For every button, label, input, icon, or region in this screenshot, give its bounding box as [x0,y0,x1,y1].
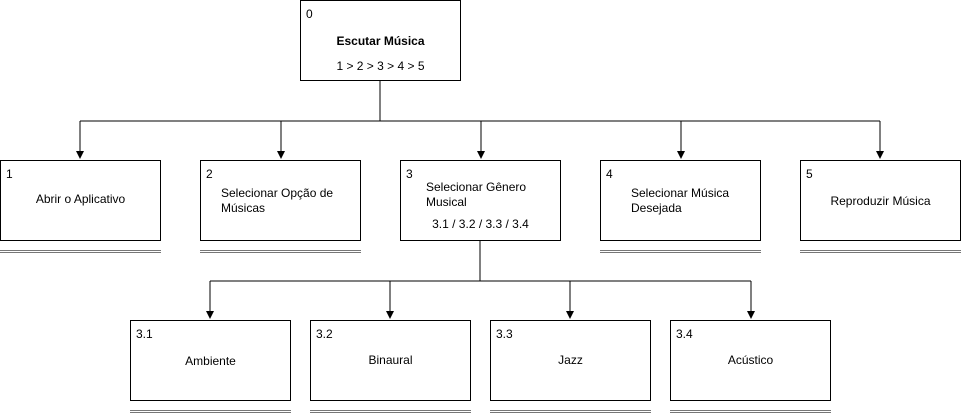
substep-3-3-number: 3.3 [496,327,513,341]
substep-3-4-number: 3.4 [676,327,693,341]
substep-3-2-label: Binaural [368,353,413,367]
root-node-sequence: 1 > 2 > 3 > 4 > 5 [336,59,425,73]
step-4-number: 4 [606,167,613,181]
step-3-sequence: 3.1 / 3.2 / 3.3 / 3.4 [432,217,529,231]
substep-3-2-number: 3.2 [316,327,333,341]
step-2-label: Selecionar Opção de Músicas [221,186,334,215]
step-2-number: 2 [206,167,213,181]
step-node-2: 2 Selecionar Opção de Músicas [200,160,361,241]
substep-3-4-label: Acústico [727,353,774,367]
substep-3-3-label: Jazz [558,353,583,367]
root-node-title: Escutar Música [336,34,425,48]
step-node-5: 5 Reproduzir Música [800,160,961,241]
substep-node-3-2: 3.2 Binaural [310,320,471,401]
step-node-4: 4 Selecionar Música Desejada [600,160,761,241]
root-node-escutar-musica: 0 Escutar Música 1 > 2 > 3 > 4 > 5 [300,0,461,81]
step-1-number: 1 [6,167,13,181]
step-3-label: Selecionar Gênero Musical [426,180,527,209]
substep-3-1-number: 3.1 [136,327,153,341]
step-5-number: 5 [806,167,813,181]
substep-node-3-3: 3.3 Jazz [490,320,651,401]
step-node-3: 3 Selecionar Gênero Musical 3.1 / 3.2 / … [400,160,561,241]
step-1-label: Abrir o Aplicativo [35,192,126,206]
substep-node-3-1: 3.1 Ambiente [130,320,291,401]
step-3-number: 3 [406,167,413,181]
step-5-label: Reproduzir Música [830,194,931,208]
substep-3-1-label: Ambiente [185,354,236,368]
step-4-label: Selecionar Música Desejada [631,186,730,215]
step-node-1: 1 Abrir o Aplicativo [0,160,161,241]
substep-node-3-4: 3.4 Acústico [670,320,831,401]
root-node-number: 0 [306,7,313,21]
